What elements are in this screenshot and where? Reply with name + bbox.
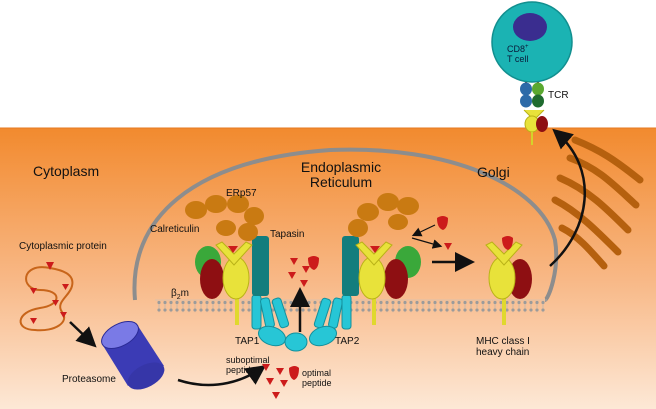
tcell-label: CD8+ T cell xyxy=(507,44,529,65)
suboptimal-peptide-label: suboptimal peptide xyxy=(226,355,270,376)
optimal-line2: peptide xyxy=(302,377,332,388)
optimal-peptide-label: optimal peptide xyxy=(302,368,332,389)
mhc-label-line2: heavy chain xyxy=(476,347,530,358)
b2m-label: β2m xyxy=(171,288,190,301)
tcell-label-sup: + xyxy=(525,44,529,50)
loading-complex-left xyxy=(185,195,269,325)
er-peptides xyxy=(288,256,319,287)
t-cell xyxy=(491,1,573,83)
er-membrane xyxy=(132,147,559,302)
cytoplasmic-peptides xyxy=(262,364,299,399)
tapasin-label: Tapasin xyxy=(270,229,305,240)
cytoplasm-label: Cytoplasm xyxy=(33,163,100,179)
tcr-receptor xyxy=(520,82,544,108)
t-cell-nucleus xyxy=(513,13,547,41)
loading-complex-right xyxy=(342,193,421,325)
mhc-label-line1: MHC class I xyxy=(476,336,530,347)
tcell-label-cd8: CD8 xyxy=(507,44,526,54)
proteasome-out-arrow xyxy=(177,365,267,387)
proteasome-label: Proteasome xyxy=(62,374,116,385)
suboptimal-line2: peptide xyxy=(226,364,256,375)
peptide-exchange xyxy=(411,216,452,250)
tcell-label-line2: T cell xyxy=(507,53,529,64)
tap1-label: TAP1 xyxy=(235,336,260,347)
er-label: Endoplasmic Reticulum xyxy=(296,159,386,191)
mhc-label: MHC class I heavy chain xyxy=(476,336,530,358)
tap2-label: TAP2 xyxy=(335,336,360,347)
protein-peptides xyxy=(30,262,69,324)
export-arrow xyxy=(549,128,586,267)
er-label-line2: Reticulum xyxy=(309,174,373,191)
er-label-line1: Endoplasmic xyxy=(300,159,382,175)
optimal-line1: optimal xyxy=(302,368,332,378)
loaded-mhc xyxy=(485,236,532,325)
suboptimal-line1: suboptimal xyxy=(226,355,270,365)
tcr-label: TCR xyxy=(548,90,569,101)
tap-transporter xyxy=(251,294,352,352)
to-proteasome-arrow xyxy=(69,321,97,348)
surface-mhc xyxy=(523,109,548,145)
cytoplasmic-protein-label: Cytoplasmic protein xyxy=(19,241,107,252)
cytoplasmic-protein xyxy=(19,266,74,332)
proteasome xyxy=(101,320,165,390)
calreticulin-label: Calreticulin xyxy=(150,224,200,235)
cytoplasm-region xyxy=(0,128,656,409)
erp57-label: ERp57 xyxy=(226,188,257,199)
golgi-label: Golgi xyxy=(477,164,510,180)
